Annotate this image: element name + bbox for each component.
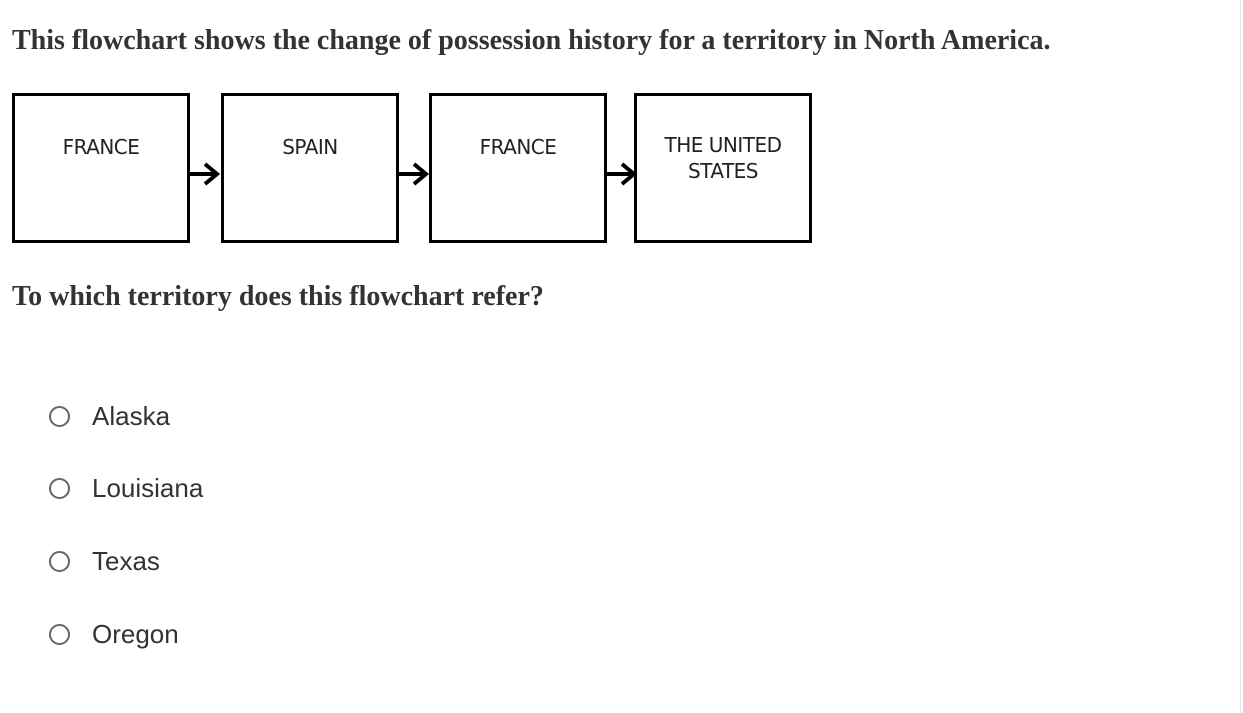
flowchart-box-france-1: FRANCE [12, 93, 190, 243]
answer-choice-texas[interactable]: Texas [49, 541, 160, 581]
question-prompt: To which territory does this flowchart r… [12, 281, 544, 312]
answer-choice-alaska[interactable]: Alaska [49, 396, 170, 436]
flowchart-box-united-states: THE UNITED STATES [634, 93, 812, 243]
flowchart-box-spain: SPAIN [221, 93, 399, 243]
choice-label: Alaska [92, 400, 171, 431]
answer-choice-oregon[interactable]: Oregon [49, 614, 179, 654]
flowchart-box-label: FRANCE [62, 135, 140, 159]
radio-button[interactable] [49, 405, 70, 427]
flowchart-box-line-2: STATES [687, 159, 759, 183]
radio-button[interactable] [49, 477, 70, 499]
page-right-border [1240, 0, 1241, 713]
radio-button[interactable] [49, 623, 70, 645]
flowchart-box-label: SPAIN [282, 135, 338, 159]
choice-label: Louisiana [92, 472, 204, 503]
flowchart-box-label: THE UNITED STATES [637, 96, 809, 184]
flowchart-box-france-2: FRANCE [429, 93, 607, 243]
flowchart-box-label: FRANCE [479, 135, 557, 159]
right-arrow-icon [398, 161, 430, 187]
flowchart-box-line-1: THE UNITED [664, 133, 782, 157]
choice-label: Texas [92, 545, 160, 576]
question-title: This flowchart shows the change of posse… [12, 25, 1051, 56]
choice-label: Oregon [92, 618, 179, 649]
radio-button[interactable] [49, 550, 70, 572]
right-arrow-icon [189, 161, 221, 187]
answer-choice-louisiana[interactable]: Louisiana [49, 468, 203, 508]
